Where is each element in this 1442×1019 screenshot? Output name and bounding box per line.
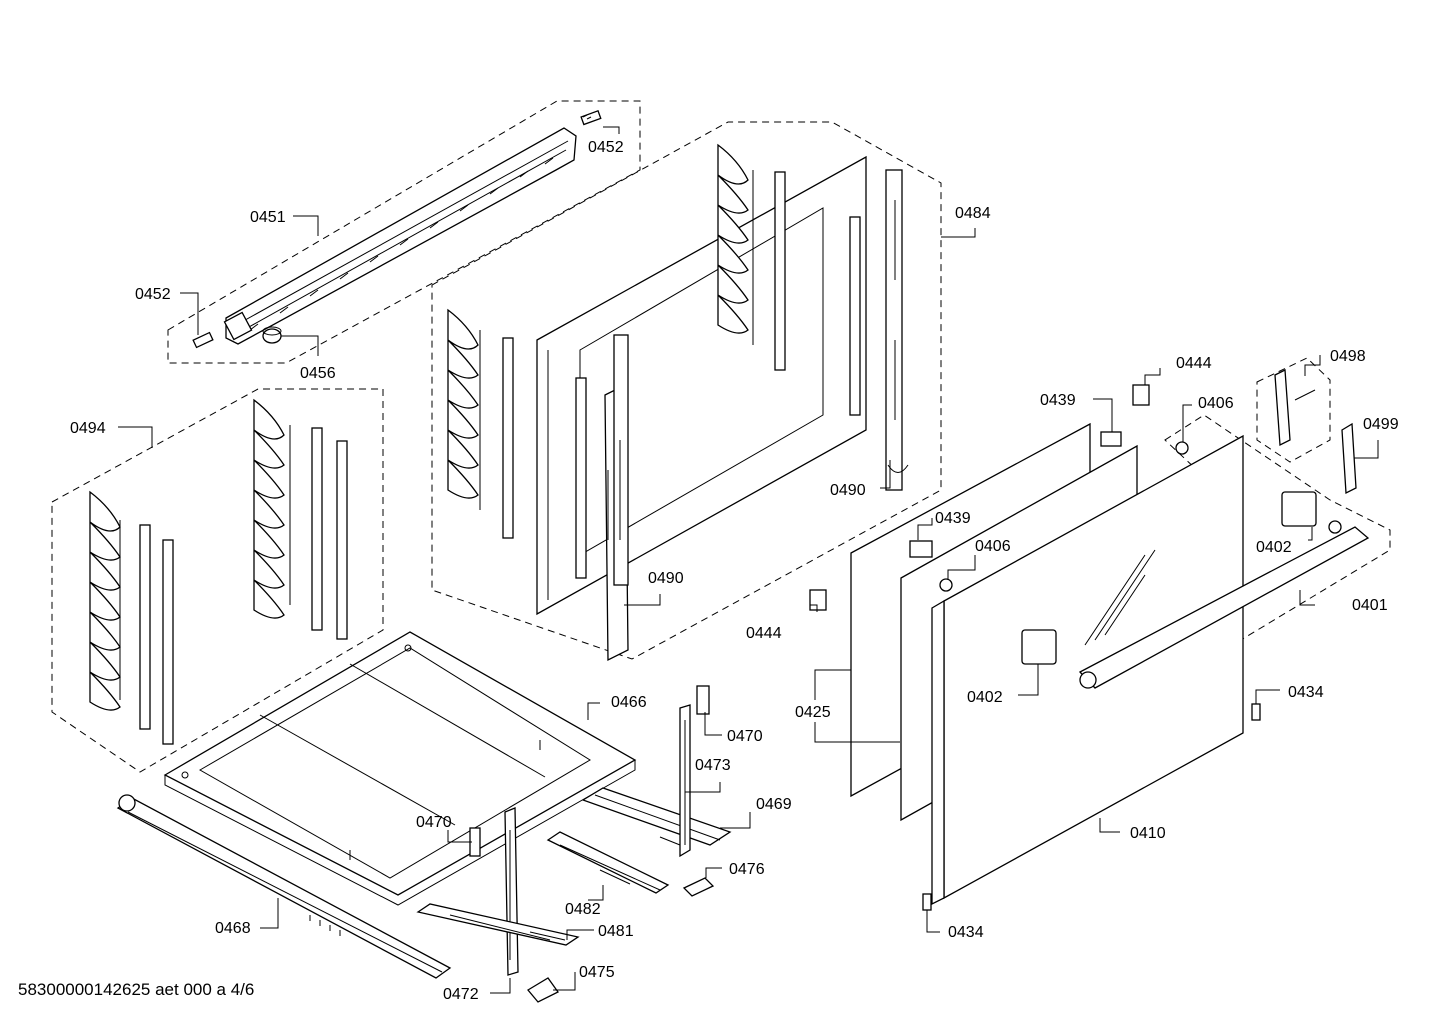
label-0452-top[interactable]: 0452 — [588, 139, 624, 156]
spacer-0439-upper[interactable] — [1100, 431, 1122, 447]
label-0490-rear[interactable]: 0490 — [830, 482, 866, 499]
label-0456[interactable]: 0456 — [300, 365, 336, 382]
label-0475[interactable]: 0475 — [579, 964, 615, 981]
end-pin-0452-top[interactable] — [580, 109, 602, 126]
glass-supports-0494[interactable] — [89, 398, 348, 745]
label-0406-lower[interactable]: 0406 — [975, 538, 1011, 555]
clip-0476[interactable] — [682, 877, 715, 897]
door-bottom-tray-0466[interactable] — [163, 631, 637, 906]
label-0410[interactable]: 0410 — [1130, 825, 1166, 842]
label-0401[interactable]: 0401 — [1352, 597, 1388, 614]
handle-mount-0402-lower[interactable] — [1021, 629, 1057, 665]
label-0406-upper[interactable]: 0406 — [1198, 395, 1234, 412]
drawing-code: 58300000142625 aet 000 a 4/6 — [18, 980, 255, 999]
hinge-bracket-0472[interactable] — [504, 807, 519, 976]
label-0476[interactable]: 0476 — [729, 861, 765, 878]
bracket-0498[interactable] — [1274, 368, 1316, 447]
handle-mount-0402-upper[interactable] — [1281, 491, 1317, 527]
clip-0444-lower[interactable] — [809, 589, 827, 611]
label-0490-front[interactable]: 0490 — [648, 570, 684, 587]
trim-strip-0451[interactable] — [223, 127, 577, 345]
clip-0470-right[interactable] — [696, 685, 710, 715]
hinge-bracket-0490-rear[interactable] — [885, 169, 909, 491]
slide-0481[interactable] — [416, 903, 580, 946]
hinge-bracket-0490-front[interactable] — [604, 334, 629, 662]
label-0470-left[interactable]: 0470 — [416, 814, 452, 831]
label-0472[interactable]: 0472 — [443, 986, 479, 1003]
cap-0434-upper[interactable] — [1251, 703, 1261, 721]
label-0481[interactable]: 0481 — [598, 923, 634, 940]
label-0484[interactable]: 0484 — [955, 205, 991, 222]
label-0452-left[interactable]: 0452 — [135, 286, 171, 303]
screw-0406-lower[interactable] — [939, 578, 953, 592]
label-0482[interactable]: 0482 — [565, 901, 601, 918]
leader-lines — [118, 126, 1379, 994]
hinge-bracket-0473[interactable] — [659, 704, 691, 858]
screw-0406-upper[interactable] — [1175, 441, 1189, 455]
slide-rail-0468[interactable] — [116, 794, 452, 979]
label-0494[interactable]: 0494 — [70, 420, 106, 437]
label-0402-lower[interactable]: 0402 — [967, 689, 1003, 706]
end-pin-0452-left[interactable] — [192, 331, 214, 349]
clip-0475[interactable] — [527, 977, 559, 1003]
label-0466[interactable]: 0466 — [611, 694, 647, 711]
label-0439-upper[interactable]: 0439 — [1040, 392, 1076, 409]
clip-0444-upper[interactable] — [1132, 384, 1150, 406]
label-0434-lower[interactable]: 0434 — [948, 924, 984, 941]
label-0402-upper[interactable]: 0402 — [1256, 539, 1292, 556]
part-labels: 0452 0451 0452 0456 0484 0494 0490 0490 … — [70, 139, 1399, 1003]
label-0439-lower[interactable]: 0439 — [935, 510, 971, 527]
label-0425[interactable]: 0425 — [795, 704, 831, 721]
label-0498[interactable]: 0498 — [1330, 348, 1366, 365]
label-0473[interactable]: 0473 — [695, 757, 731, 774]
label-0434-upper[interactable]: 0434 — [1288, 684, 1324, 701]
door-handle-0401[interactable] — [1078, 520, 1370, 689]
label-0469[interactable]: 0469 — [756, 796, 792, 813]
cap-0456[interactable] — [262, 326, 282, 344]
side-bracket-0469[interactable] — [581, 787, 732, 846]
strip-0499[interactable] — [1341, 422, 1357, 495]
label-0499[interactable]: 0499 — [1363, 416, 1399, 433]
cap-0434-lower[interactable] — [922, 893, 932, 911]
spacer-0439-lower[interactable] — [909, 540, 933, 558]
label-0468[interactable]: 0468 — [215, 920, 251, 937]
label-0444-upper[interactable]: 0444 — [1176, 355, 1212, 372]
label-0470-right[interactable]: 0470 — [727, 728, 763, 745]
slide-0482[interactable] — [546, 831, 670, 894]
inner-glass-clips-0484[interactable] — [447, 143, 861, 579]
label-0444-lower[interactable]: 0444 — [746, 625, 782, 642]
label-0451[interactable]: 0451 — [250, 209, 286, 226]
